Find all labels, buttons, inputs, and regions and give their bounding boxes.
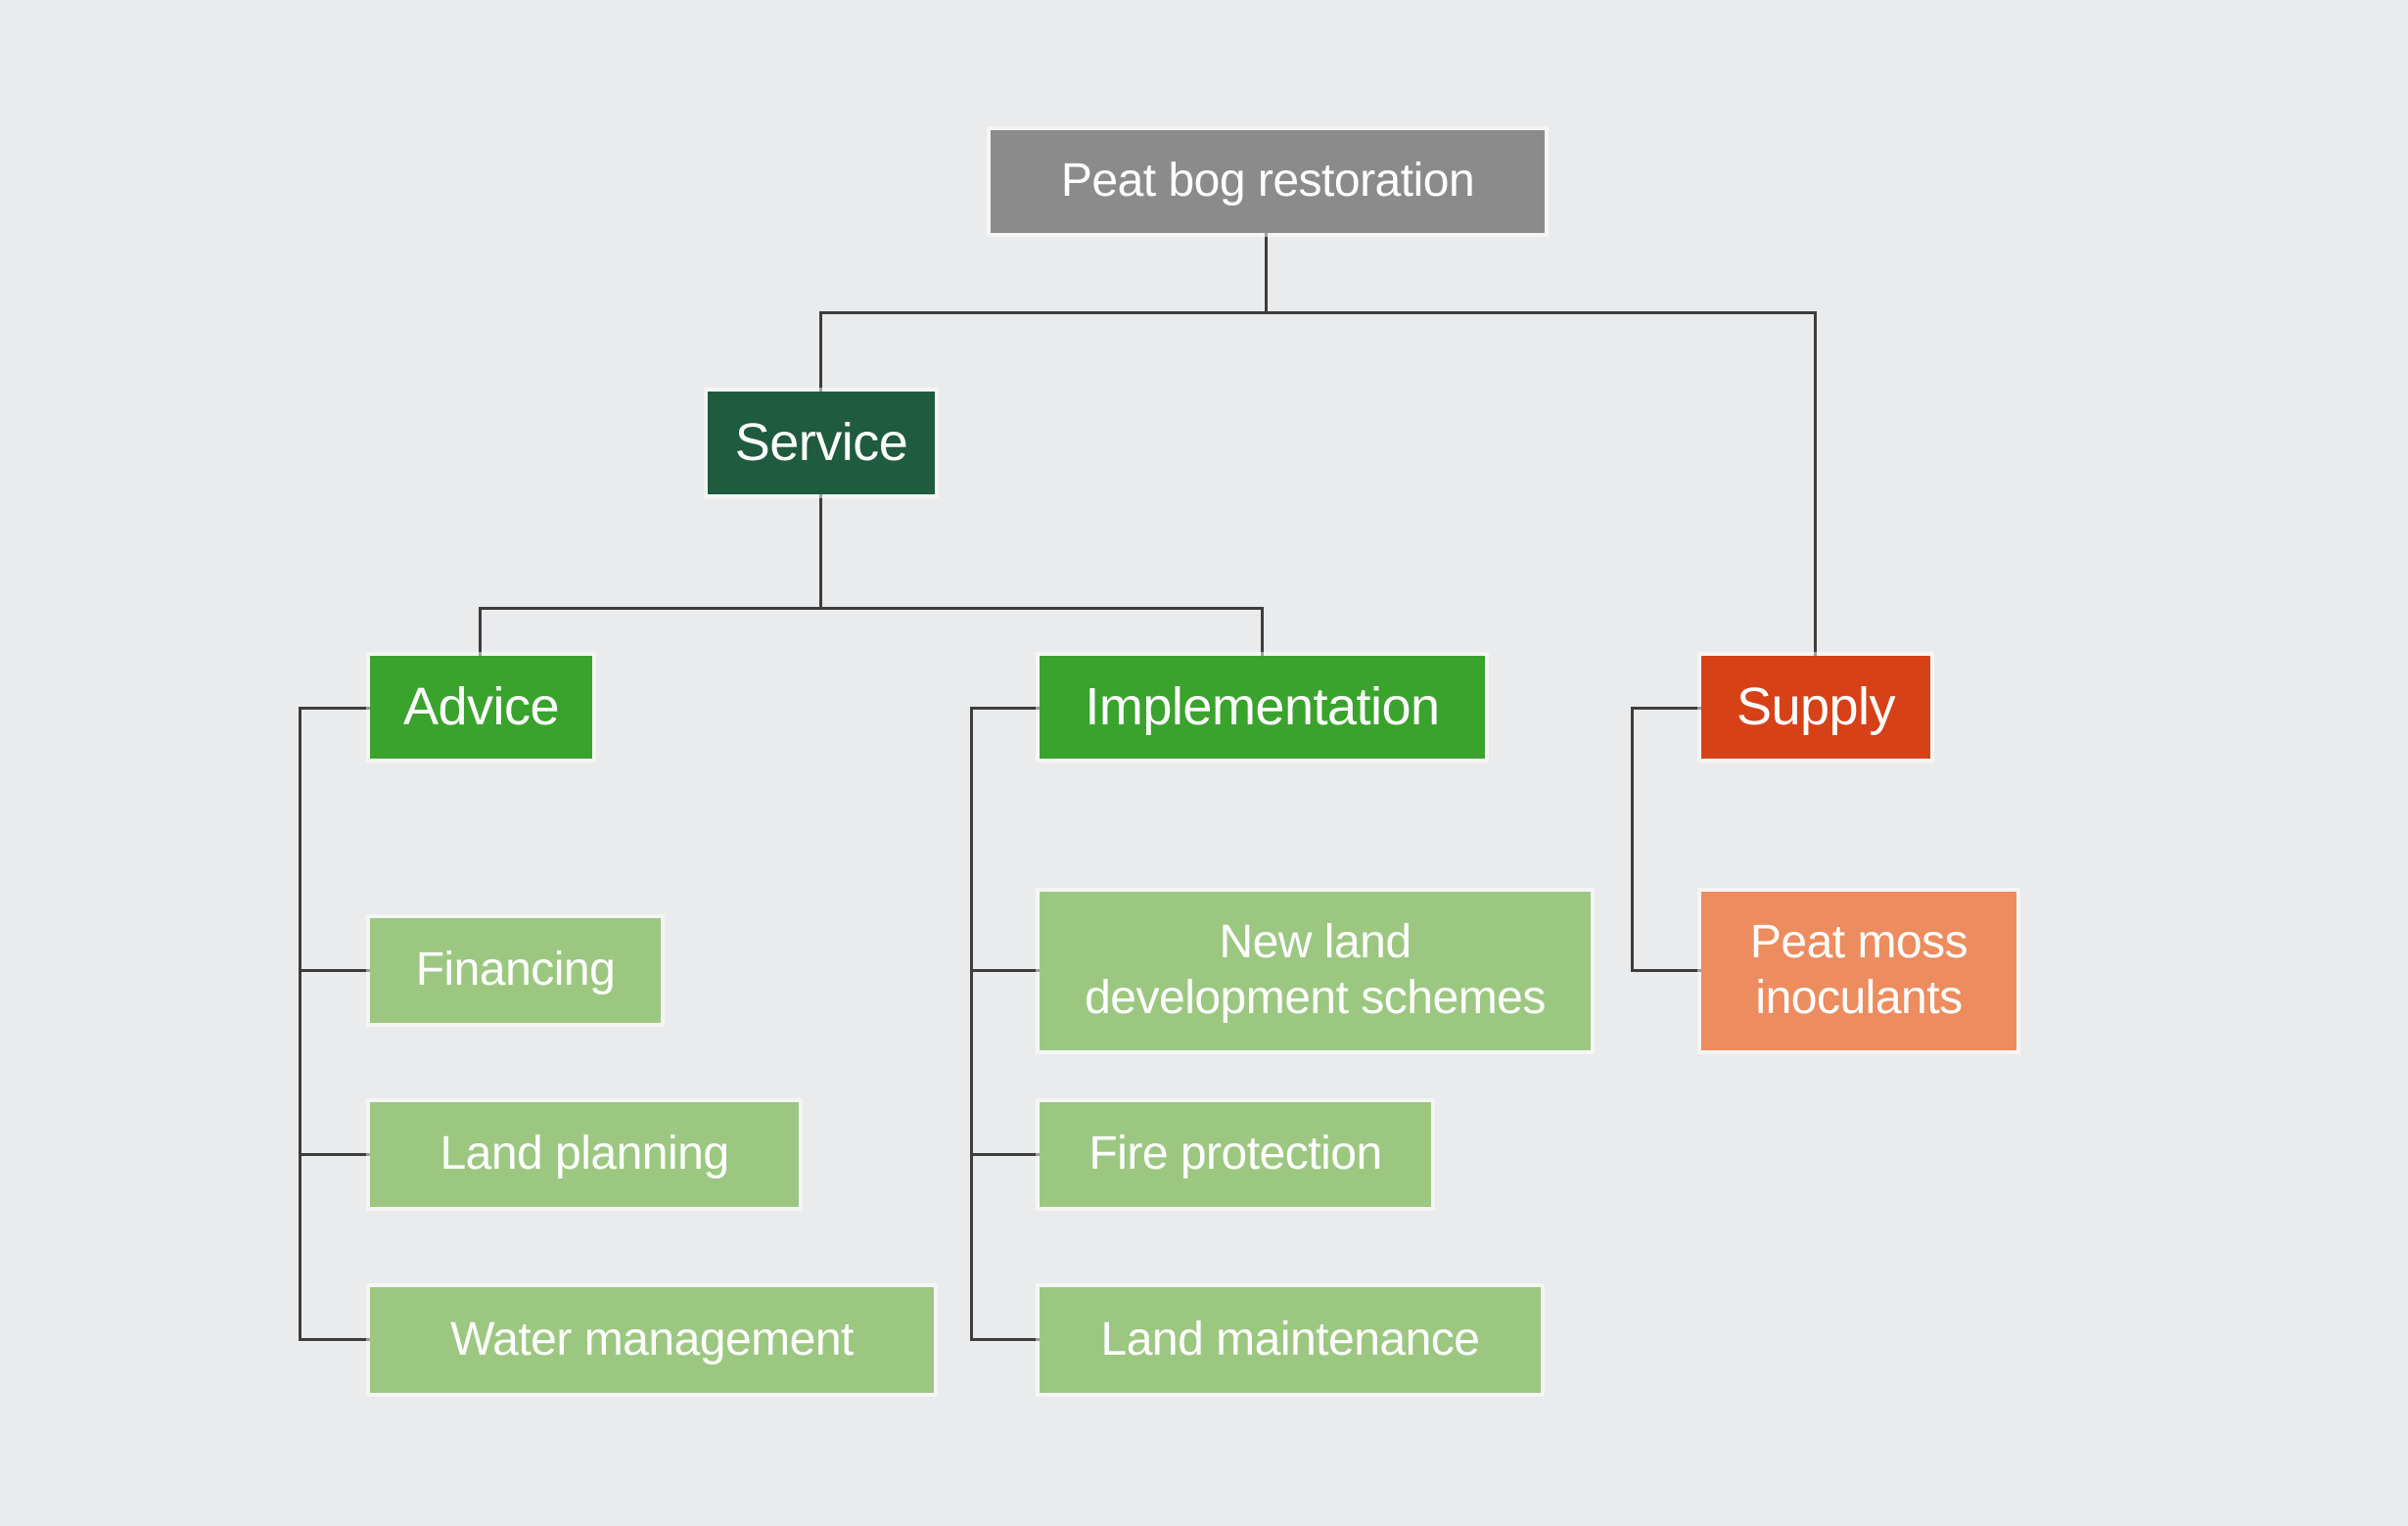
connector-to-implementation	[1261, 607, 1264, 658]
connector-new-land-stub	[970, 969, 1041, 972]
connector-implementation-stub	[970, 707, 1041, 710]
node-implementation: Implementation	[1040, 656, 1485, 759]
connector-advice-rail	[299, 707, 301, 1341]
connector-supply-rail	[1631, 707, 1634, 971]
connector-supply-stub	[1631, 707, 1702, 710]
connector-implementation-rail	[970, 707, 973, 1341]
node-land-maintenance: Land maintenance	[1040, 1287, 1541, 1393]
connector-service-split	[479, 607, 1264, 610]
node-supply: Supply	[1701, 656, 1930, 759]
node-financing: Financing	[370, 918, 661, 1023]
connector-to-advice	[479, 607, 482, 658]
connector-root-split	[819, 311, 1817, 314]
node-service: Service	[708, 392, 935, 494]
connector-financing-stub	[299, 969, 371, 972]
connector-peat-moss-stub	[1631, 969, 1702, 972]
node-fire-protection: Fire protection	[1040, 1102, 1431, 1207]
connector-to-service	[819, 311, 822, 393]
node-advice: Advice	[370, 656, 592, 759]
connector-service-down	[819, 494, 822, 608]
connector-land-planning-stub	[299, 1153, 371, 1156]
connector-root-down	[1265, 233, 1268, 311]
node-root: Peat bog restoration	[991, 130, 1545, 233]
connector-fire-protection-stub	[970, 1153, 1041, 1156]
connector-land-maintenance-stub	[970, 1338, 1041, 1341]
node-land-planning: Land planning	[370, 1102, 799, 1207]
node-water-management: Water management	[370, 1287, 934, 1393]
node-new-land-development-schemes: New land development schemes	[1040, 892, 1591, 1050]
node-peat-moss-inoculants: Peat moss inoculants	[1701, 892, 2016, 1050]
connector-to-supply	[1814, 311, 1817, 658]
connector-water-management-stub	[299, 1338, 371, 1341]
connector-advice-stub	[299, 707, 371, 710]
